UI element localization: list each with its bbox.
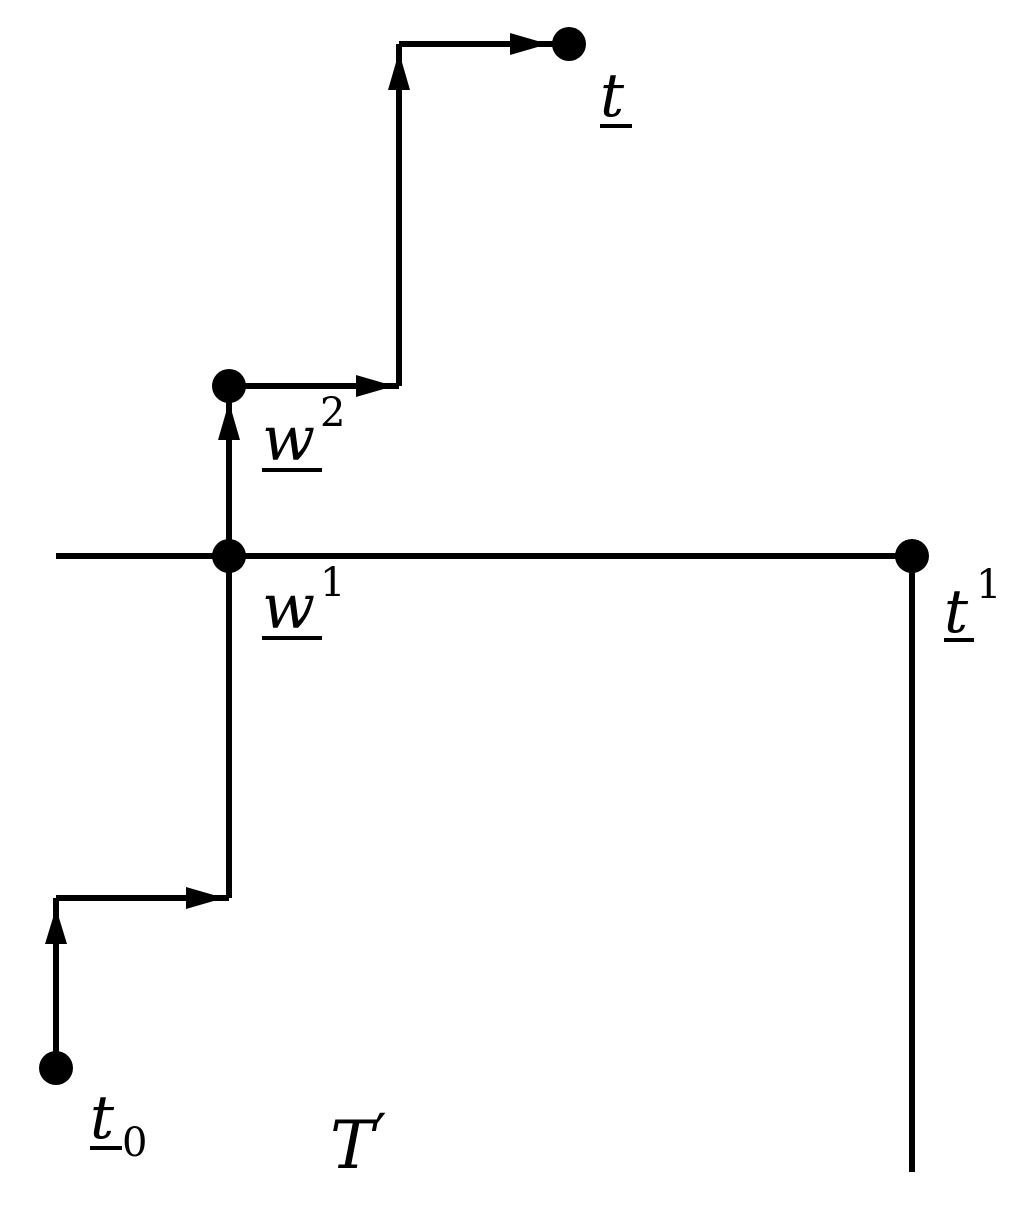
node-t bbox=[552, 27, 586, 61]
region-label: T′ bbox=[330, 1103, 387, 1184]
label-w2-sup: 2 bbox=[320, 390, 345, 436]
label-t1-sup: 1 bbox=[976, 562, 1001, 608]
label-t0-sub: 0 bbox=[122, 1120, 147, 1166]
label-w2-base: w bbox=[262, 402, 315, 475]
node-w1 bbox=[212, 539, 246, 573]
arrow-up-icon bbox=[388, 52, 410, 90]
label-t: t bbox=[600, 61, 625, 131]
label-t0-base: t bbox=[90, 1083, 115, 1153]
region-label-base: T bbox=[330, 1107, 379, 1184]
node-t1 bbox=[895, 539, 929, 573]
node-w2 bbox=[212, 369, 246, 403]
arrow-up-icon bbox=[218, 402, 240, 440]
arrow-right-icon bbox=[356, 375, 394, 397]
arrow-up-icon bbox=[45, 908, 67, 944]
region-label-prime: ′ bbox=[374, 1103, 387, 1168]
arrow-right-icon bbox=[510, 33, 548, 55]
label-t1-base: t bbox=[944, 577, 969, 647]
label-w1-base: w bbox=[262, 570, 315, 643]
node-t0 bbox=[39, 1051, 73, 1085]
label-w1-sup: 1 bbox=[320, 560, 345, 606]
arrow-right-icon bbox=[186, 887, 224, 909]
